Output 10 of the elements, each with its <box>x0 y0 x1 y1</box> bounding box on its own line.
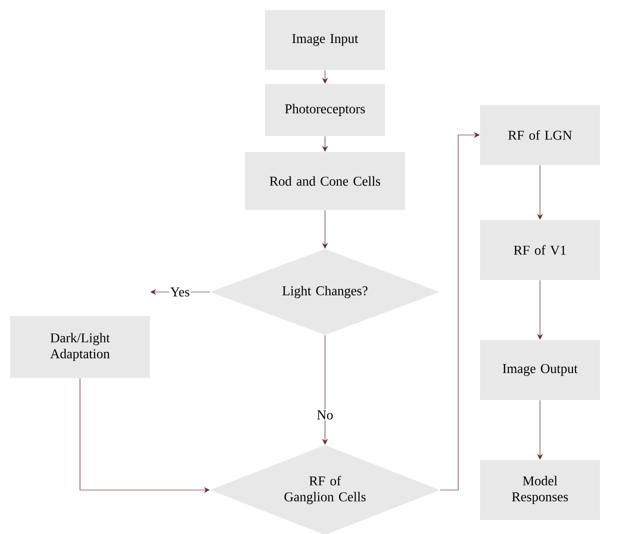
process-box: Photoreceptors <box>265 84 385 136</box>
process-box: RF of V1 <box>480 220 600 280</box>
edge-label: Yes <box>169 286 191 298</box>
process-box: Dark/Light Adaptation <box>10 316 150 378</box>
process-box: Model Responses <box>480 460 600 520</box>
process-box: Rod and Cone Cells <box>245 152 405 210</box>
process-box: Image Output <box>480 340 600 400</box>
process-box: Image Input <box>265 10 385 70</box>
process-box: RF of LGN <box>480 105 600 165</box>
edge-label: No <box>316 410 334 420</box>
